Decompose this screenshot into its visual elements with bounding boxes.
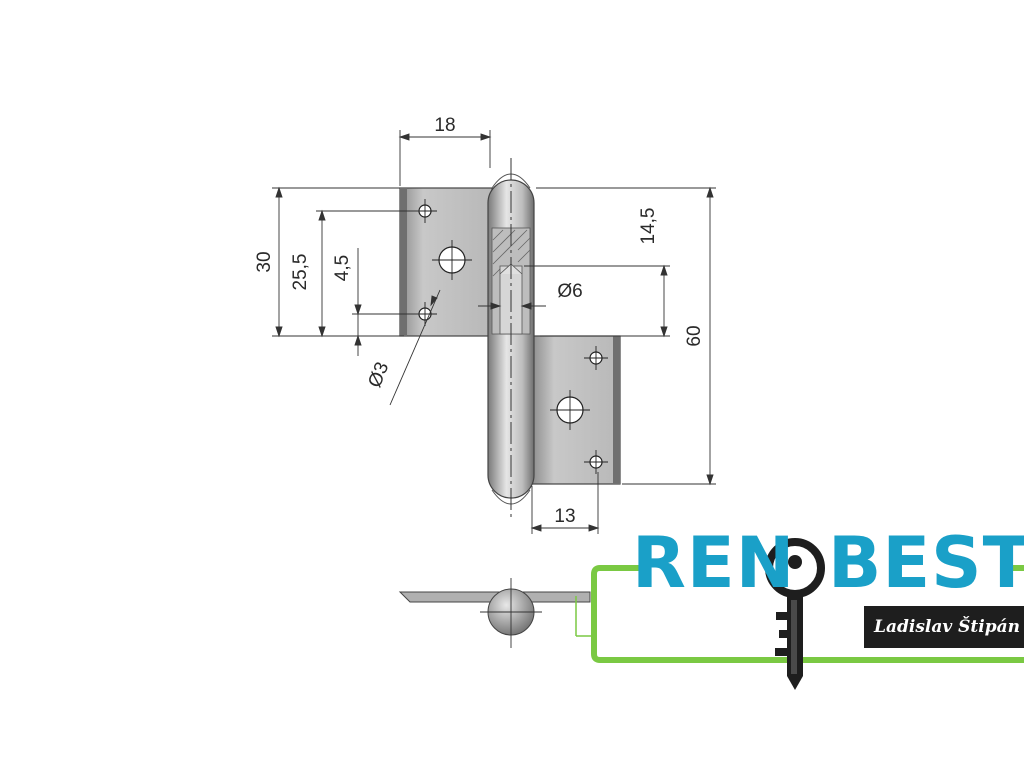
hinge-pin — [487, 158, 535, 520]
dim-hole-offset: 4,5 — [332, 255, 353, 281]
dim-pin-diameter: Ø6 — [557, 281, 582, 302]
dim-height-left: 30 — [254, 251, 275, 272]
dimension-lines — [272, 130, 716, 534]
lower-leaf-holes — [550, 346, 608, 474]
dim-hole-diameter: Ø3 — [364, 359, 393, 390]
dim-pin-offset: 14,5 — [638, 208, 659, 245]
dim-height-right: 60 — [684, 325, 705, 346]
renobest-logo-graphic — [591, 538, 1024, 768]
key-icon — [765, 538, 825, 690]
dim-width-bottom: 13 — [554, 506, 575, 527]
dim-width-top: 18 — [434, 115, 455, 136]
dim-hole-spacing: 25,5 — [290, 254, 311, 291]
hinge-top-view — [398, 578, 594, 648]
upper-leaf-holes — [413, 199, 472, 326]
